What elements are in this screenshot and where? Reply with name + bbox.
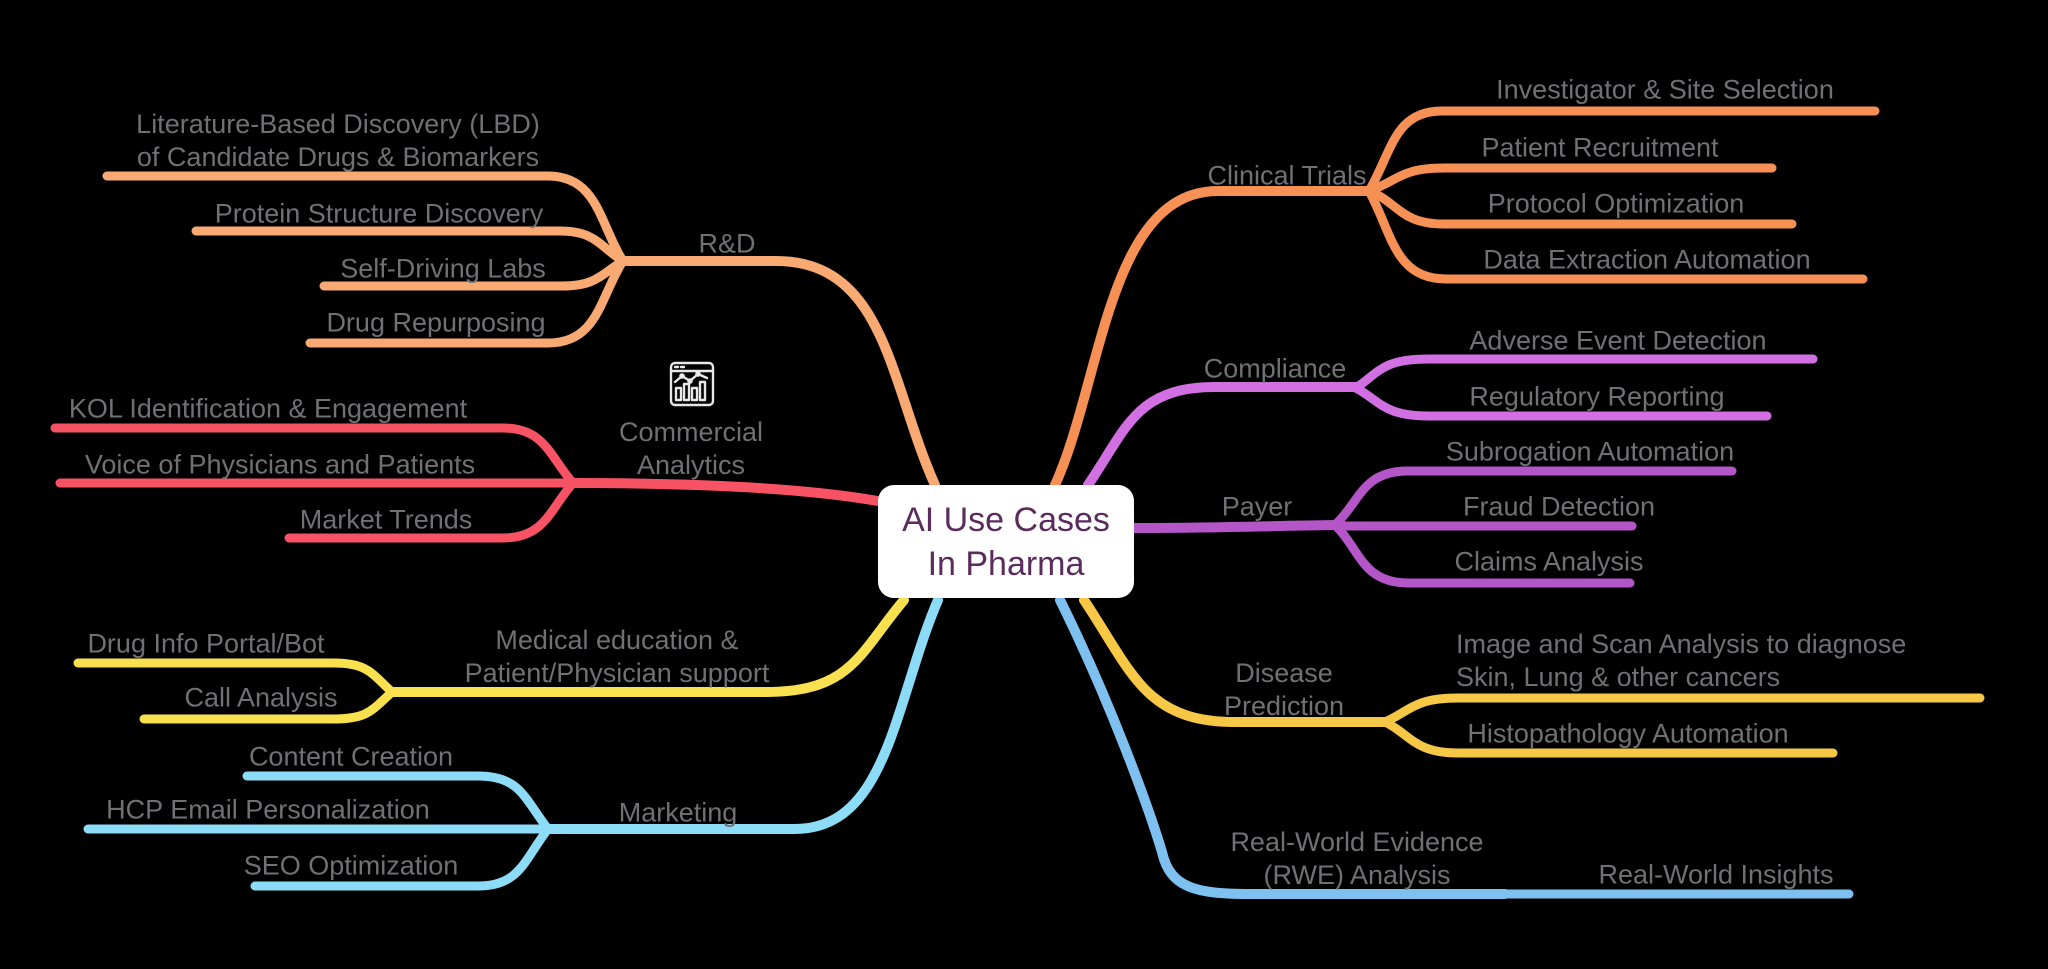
leaf-content-creation-line	[242, 771, 553, 834]
leaf-lbd-line	[102, 171, 628, 266]
branch-label-commercial-analytics: Commercial Analytics	[618, 417, 764, 480]
leaf-label-lbd-line2: of Candidate Drugs & Biomarkers	[136, 142, 540, 172]
leaf-label-content-creation: Content Creation	[248, 741, 454, 772]
leaf-adverse-event-line	[1351, 354, 1818, 393]
branch-marketing-lines	[83, 595, 943, 891]
leaf-label-hcp-email: HCP Email Personalization	[106, 794, 430, 825]
branch-commercial-lines	[50, 423, 883, 543]
branch-rnd-trunk	[618, 256, 940, 490]
leaf-label-drug-info-portal: Drug Info Portal/Bot	[87, 628, 325, 659]
leaf-claims-analysis-line	[1330, 520, 1635, 588]
leaf-label-kol: KOL Identification & Engagement	[68, 393, 468, 424]
branch-medical-lines	[73, 595, 909, 724]
center-node-title-line2: In Pharma	[927, 544, 1085, 583]
leaf-histopathology-line	[1380, 717, 1838, 758]
leaf-drug-repurposing-line	[305, 256, 628, 348]
leaf-kol-line	[50, 423, 578, 488]
branch-clinical-lines	[1050, 106, 1880, 490]
branch-payer-trunk	[1129, 520, 1340, 533]
leaf-protein-structure-line	[191, 226, 628, 266]
leaf-label-histopathology: Histopathology Automation	[1467, 718, 1789, 749]
branch-label-disease-prediction: Disease Prediction	[1223, 658, 1345, 721]
leaf-label-protocol-optimization: Protocol Optimization	[1487, 188, 1745, 219]
branch-label-rwe-analysis: Real-World Evidence (RWE) Analysis	[1230, 827, 1484, 890]
branch-label-medical-education: Medical education & Patient/Physician su…	[464, 625, 770, 688]
branch-marketing-trunk	[543, 595, 943, 834]
branch-payer-lines	[1129, 466, 1737, 588]
leaf-seo-optimization-line	[250, 824, 553, 891]
branch-label-clinical-trials: Clinical Trials	[1207, 160, 1367, 191]
leaf-label-image-scan: Image and Scan Analysis to diagnose Skin…	[1456, 629, 1907, 692]
leaf-label-fraud-detection: Fraud Detection	[1462, 491, 1656, 522]
branch-label-rnd-text: R&D	[698, 228, 756, 259]
leaf-label-lbd-line1: Literature-Based Discovery (LBD)	[136, 109, 540, 139]
leaf-label-self-driving-labs: Self-Driving Labs	[340, 253, 546, 284]
leaf-label-patient-recruitment: Patient Recruitment	[1481, 132, 1719, 163]
branch-label-rnd: R&D	[698, 228, 755, 261]
branch-commercial-trunk	[568, 478, 883, 506]
leaf-call-analysis-line	[139, 687, 397, 724]
leaf-subrogation-line	[1330, 466, 1737, 530]
branch-compliance-trunk	[1083, 382, 1361, 490]
leaf-regulatory-reporting-line	[1351, 383, 1772, 421]
branch-rwe-lines	[1055, 595, 1854, 899]
leaf-label-seo-optimization: SEO Optimization	[243, 850, 459, 881]
branch-label-payer: Payer	[1221, 491, 1293, 522]
leaf-label-voice: Voice of Physicians and Patients	[84, 449, 476, 480]
leaf-label-lbd: Literature-Based Discovery (LBD) of Cand…	[136, 108, 540, 174]
leaf-data-extraction-line	[1364, 186, 1868, 284]
branch-rnd-lines	[102, 171, 940, 490]
branch-medical-trunk	[387, 595, 909, 697]
branch-disease-lines	[1079, 595, 1985, 758]
leaf-patient-recruitment-line	[1364, 163, 1777, 196]
leaf-drug-info-line	[73, 658, 397, 697]
leaf-label-claims-analysis: Claims Analysis	[1454, 546, 1644, 577]
leaf-label-adverse-event: Adverse Event Detection	[1469, 325, 1767, 356]
leaf-market-trends-line	[284, 478, 578, 543]
leaf-label-data-extraction: Data Extraction Automation	[1483, 244, 1811, 275]
leaf-label-regulatory-reporting: Regulatory Reporting	[1469, 381, 1725, 412]
branch-compliance-lines	[1083, 354, 1818, 490]
branch-label-marketing: Marketing	[618, 797, 738, 828]
leaf-image-scan-line	[1380, 693, 1985, 727]
leaf-label-subrogation: Subrogation Automation	[1445, 436, 1735, 467]
branch-rwe-trunk	[1055, 595, 1510, 899]
center-node: AI Use Cases In Pharma	[878, 485, 1134, 598]
branch-label-compliance: Compliance	[1203, 353, 1347, 384]
leaf-label-real-world-insights: Real-World Insights	[1598, 859, 1834, 890]
analytics-window-icon	[669, 361, 715, 407]
center-node-title-line1: AI Use Cases	[902, 500, 1110, 539]
leaf-investigator-line	[1364, 106, 1880, 196]
branch-disease-trunk	[1079, 595, 1390, 727]
leaf-label-market-trends: Market Trends	[299, 504, 473, 535]
leaf-label-investigator: Investigator & Site Selection	[1496, 74, 1834, 105]
leaf-label-protein-structure: Protein Structure Discovery	[214, 198, 544, 229]
leaf-label-drug-repurposing: Drug Repurposing	[326, 307, 546, 338]
branch-clinical-trunk	[1050, 186, 1374, 490]
leaf-label-call-analysis: Call Analysis	[184, 682, 338, 713]
leaf-protocol-optimization-line	[1364, 186, 1797, 229]
